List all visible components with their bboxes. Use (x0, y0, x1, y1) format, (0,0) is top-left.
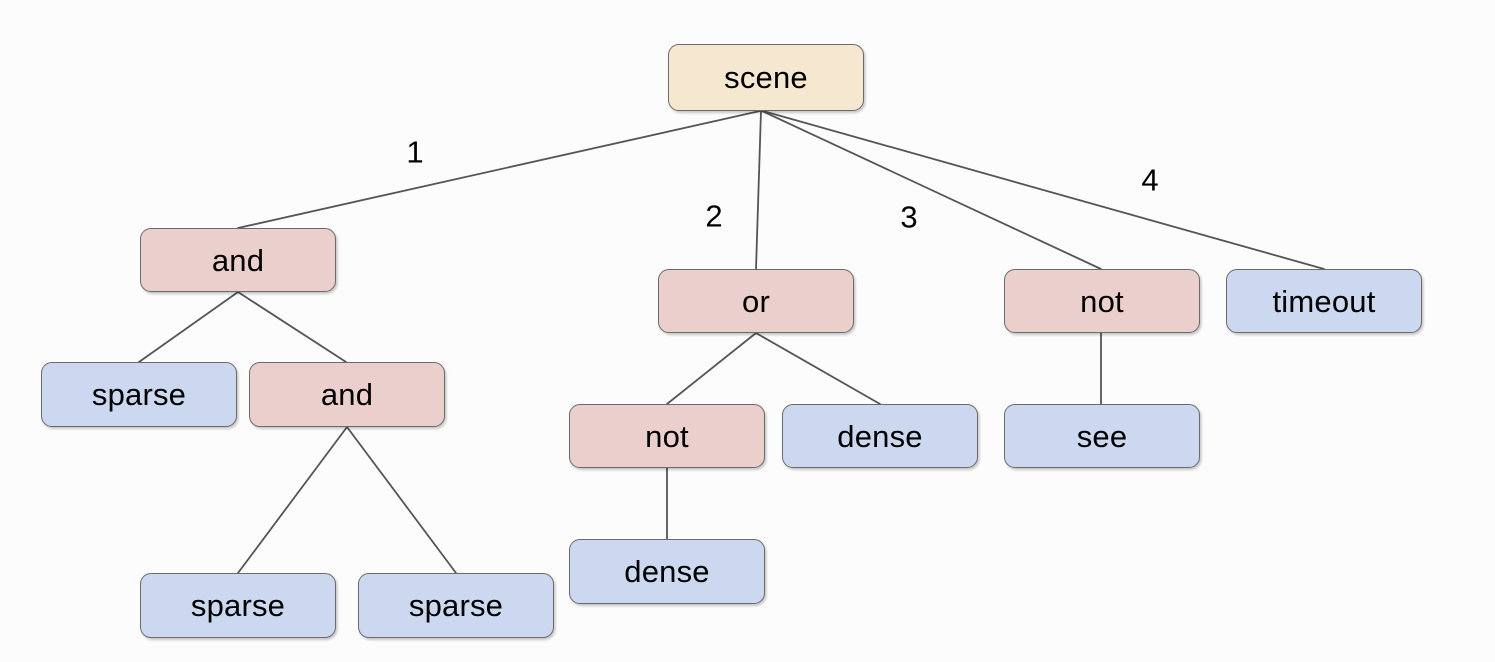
node-label: timeout (1272, 283, 1376, 319)
node-label: sparse (91, 377, 187, 412)
node-label: dense (624, 554, 710, 589)
node-label: sparse (408, 588, 504, 623)
edge-and1-to-and2 (237, 291, 347, 363)
node-label: dense (837, 418, 923, 454)
node-label: scene (724, 60, 808, 95)
node-dense2[interactable]: dense (569, 539, 765, 604)
node-sparse2[interactable]: sparse (140, 573, 336, 638)
node-dense1[interactable]: dense (782, 404, 978, 468)
node-label: and (211, 242, 265, 278)
edge-label-3: 3 (900, 199, 918, 235)
node-label: not (1080, 283, 1124, 319)
node-timeout1[interactable]: timeout (1226, 269, 1422, 333)
node-or1[interactable]: or (658, 269, 854, 333)
node-scene[interactable]: scene (668, 44, 864, 111)
node-sparse3[interactable]: sparse (358, 573, 554, 638)
node-label: sparse (190, 588, 286, 623)
edge-or1-to-not2 (666, 332, 757, 405)
node-and2[interactable]: and (249, 362, 445, 427)
edge-scene-to-or1 (755, 110, 762, 270)
edge-label-1: 1 (406, 134, 424, 170)
node-label: see (1076, 418, 1128, 454)
edge-scene-to-and1 (237, 110, 761, 229)
node-see1[interactable]: see (1004, 404, 1200, 468)
node-not2[interactable]: not (569, 404, 765, 468)
edge-scene-to-not1 (761, 110, 1102, 270)
node-not1[interactable]: not (1004, 269, 1200, 333)
node-label: and (320, 377, 374, 412)
node-and1[interactable]: and (140, 228, 336, 292)
edge-and2-to-sparse2 (237, 426, 348, 574)
node-label: or (742, 283, 770, 319)
edge-scene-to-timeout1 (762, 110, 1325, 270)
edge-label-2: 2 (705, 198, 723, 234)
edge-and1-to-sparse1 (138, 291, 239, 363)
edge-and2-to-sparse3 (346, 426, 457, 574)
edge-or1-to-dense1 (755, 332, 881, 405)
edge-label-4: 4 (1141, 162, 1159, 198)
node-label: not (645, 418, 689, 454)
node-sparse1[interactable]: sparse (41, 362, 237, 427)
